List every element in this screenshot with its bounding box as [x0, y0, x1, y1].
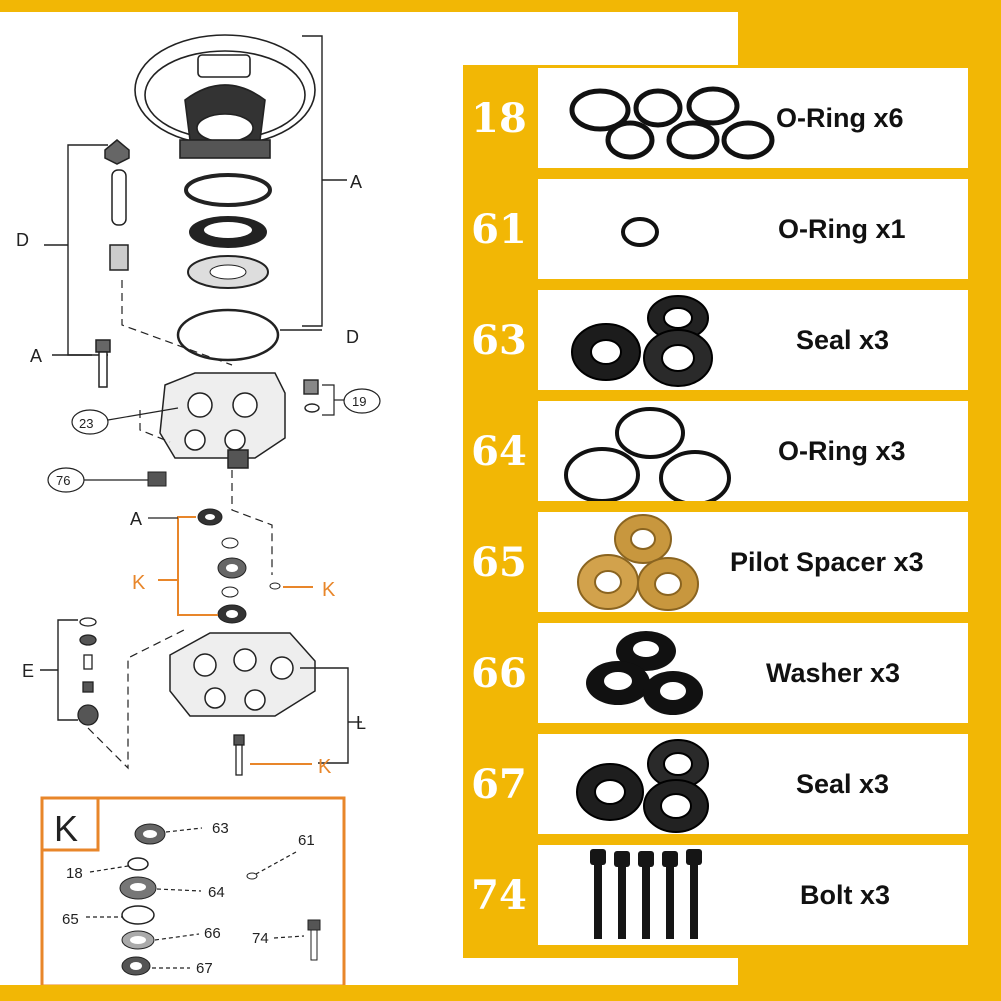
- part-label: Seal x3: [796, 768, 890, 799]
- part-number: 66: [471, 649, 527, 697]
- group-label-k-bottom: K: [318, 756, 332, 778]
- diagram-ring-1: [184, 173, 272, 207]
- part-19-fitting: [303, 379, 320, 413]
- part-label: Bolt x3: [800, 879, 891, 910]
- small-o-ring-icon: [621, 217, 659, 247]
- part-cell: O-Ring x6: [538, 68, 968, 168]
- diagram-bolt: [95, 339, 111, 388]
- socket-bolt-5-icon: [590, 849, 702, 939]
- valve-assembly-e: [77, 617, 99, 726]
- o-ring-cluster-6-icon: [569, 86, 775, 160]
- part-number: 61: [471, 205, 527, 253]
- part-cell: O-Ring x3: [538, 401, 968, 501]
- brass-spacer-3-icon: [577, 514, 699, 611]
- kit-part-18: 18: [66, 865, 83, 882]
- parts-row-61: 61 O-Ring x1: [463, 176, 968, 282]
- group-label-a-left: A: [30, 346, 42, 366]
- kit-part-74: 74: [252, 930, 269, 947]
- kit-box-title-frame: [40, 796, 100, 852]
- parts-row-66: 66 Washer x3: [463, 620, 968, 726]
- kit-part-67: 67: [196, 960, 213, 977]
- parts-row-63: 63 Seal x3: [463, 287, 968, 393]
- part-cell: Washer x3: [538, 623, 968, 723]
- part-cell: Seal x3: [538, 290, 968, 390]
- kit-part-61: 61: [298, 832, 315, 849]
- parts-row-67: 67 Seal x3: [463, 731, 968, 837]
- part-number: 65: [471, 538, 527, 586]
- group-label-e: E: [22, 661, 34, 681]
- group-label-l: L: [356, 713, 366, 733]
- pump-lower-manifold: [169, 632, 316, 717]
- kit-part-63: 63: [212, 820, 229, 837]
- parts-row-65: 65 Pilot Spacer x3: [463, 509, 968, 615]
- part-number: 74: [471, 871, 527, 919]
- part-number: 63: [471, 316, 527, 364]
- callout-23: 23: [79, 416, 93, 431]
- large-o-ring-3-icon: [564, 407, 731, 501]
- group-label-a-top: A: [350, 172, 362, 192]
- part-number: 18: [471, 94, 527, 142]
- kit-part-65: 65: [62, 911, 79, 928]
- part-cell: Pilot Spacer x3: [538, 512, 968, 612]
- parts-table: 18 O-Ring x6 61 O-Ring x1: [463, 65, 968, 958]
- oil-seal-3-icon: [576, 739, 709, 833]
- part-number: 64: [471, 427, 527, 475]
- yellow-bottom-band: [0, 985, 1001, 1001]
- part-label: Washer x3: [766, 657, 901, 688]
- group-label-a-mid: A: [130, 509, 142, 529]
- part-number: 67: [471, 760, 527, 808]
- group-label-d-top: D: [346, 327, 359, 347]
- part-cell: Seal x3: [538, 734, 968, 834]
- callout-76: 76: [56, 473, 70, 488]
- lower-bolt: [233, 734, 245, 776]
- diagram-o-ring-large: [176, 308, 280, 362]
- part-cell: O-Ring x1: [538, 179, 968, 279]
- part-label: O-Ring x1: [778, 213, 906, 244]
- group-label-k-right: K: [322, 579, 336, 601]
- group-label-d-left: D: [16, 230, 29, 250]
- part-label: Seal x3: [796, 324, 890, 355]
- part-cell: Bolt x3: [538, 845, 968, 945]
- exploded-pump-diagram: A D D A 23 19 76: [16, 34, 381, 985]
- pump-housing-top: [134, 34, 316, 159]
- black-seal-3-icon: [571, 295, 713, 387]
- part-label: Pilot Spacer x3: [730, 546, 924, 577]
- part-label: O-Ring x6: [776, 102, 904, 133]
- kit-part-66: 66: [204, 925, 221, 942]
- flat-washer-3-icon: [586, 631, 703, 715]
- parts-row-64: 64 O-Ring x3: [463, 398, 968, 504]
- group-label-k-left: K: [132, 572, 146, 594]
- parts-row-18: 18 O-Ring x6: [463, 65, 968, 171]
- pump-manifold: [159, 372, 286, 469]
- valve-assembly-left: [104, 139, 130, 271]
- parts-row-74: 74 Bolt x3: [463, 842, 968, 948]
- callout-19: 19: [352, 394, 366, 409]
- part-label: O-Ring x3: [778, 435, 906, 466]
- part-76-screw: [147, 471, 167, 487]
- kit-part-64: 64: [208, 884, 225, 901]
- kit-box-title: K: [54, 808, 78, 849]
